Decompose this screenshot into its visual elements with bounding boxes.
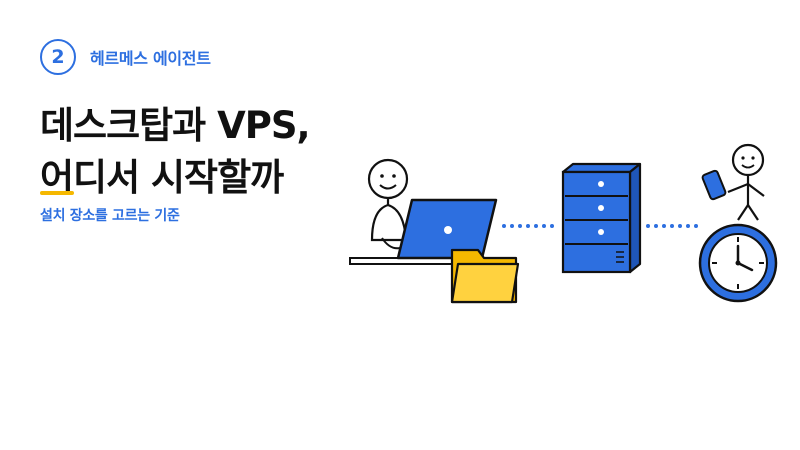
page-subtitle: 설치 장소를 고르는 기준 [40,208,180,224]
person-with-phone-icon [701,143,765,221]
illustration [349,143,778,304]
connection-dots-left [502,224,554,228]
step-number-badge: 2 [40,39,76,75]
page-title-line-2: 어디서 시작할까 [40,156,284,199]
laptop-icon [396,198,498,260]
connection-dots-right [646,224,698,228]
series-label: 헤르메스 에이전트 [90,49,211,68]
header-badge-row: 2 헤르메스 에이전트 [40,38,211,76]
clock-icon [698,223,778,303]
page-title: 데스크탑과 VPS, 어디서 시작할까 [40,100,311,204]
title-accent-underline [40,191,74,195]
server-icon [561,162,642,274]
folder-icon [450,248,520,304]
page-title-line-1: 데스크탑과 VPS, [40,104,311,147]
